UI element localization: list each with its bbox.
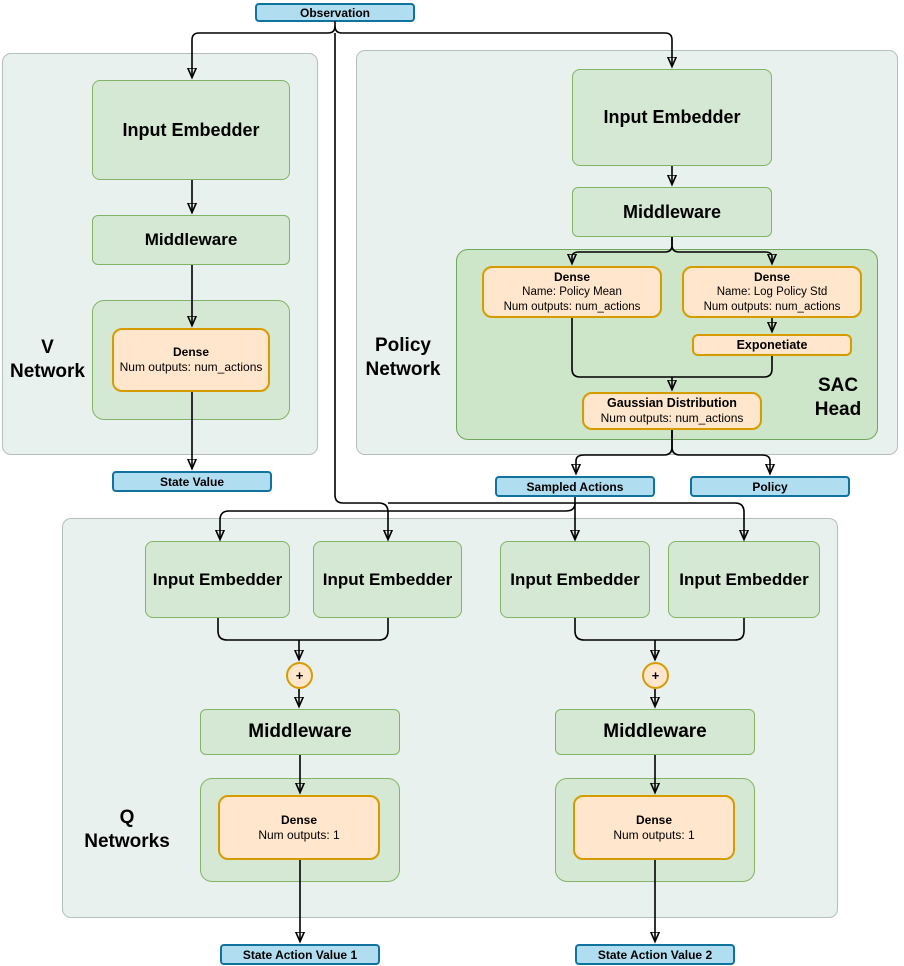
q2-dense-num-outputs: Num outputs: 1 [613, 827, 695, 842]
policy-network-title-line2: Network [365, 359, 441, 380]
sac-head-title-line2: Head [814, 399, 862, 420]
state-action-value-1-node: State Action Value 1 [220, 944, 380, 965]
q2-add-node: + [642, 662, 669, 689]
q-networks-title-line2: Networks [84, 831, 170, 852]
dense-policy-mean-name: Name: Policy Mean [522, 285, 622, 298]
q1-input-embedder-action-node: Input Embedder [313, 541, 462, 618]
v-dense-node: Dense Num outputs: num_actions [112, 328, 270, 392]
q1-input-embedder-obs-node: Input Embedder [145, 541, 290, 618]
gaussian-distribution-title: Gaussian Distribution [607, 396, 737, 410]
policy-middleware-node: Middleware [572, 187, 772, 237]
v-network-title-line2: Network [10, 361, 85, 382]
q1-dense-node: Dense Num outputs: 1 [218, 795, 380, 860]
q2-input-embedder-action-node: Input Embedder [500, 541, 650, 618]
q1-add-node: + [286, 662, 313, 689]
q1-dense-title: Dense [280, 812, 318, 827]
q-networks-title: Q Networks [62, 806, 192, 854]
policy-input-embedder-node: Input Embedder [572, 69, 772, 166]
policy-network-title: Policy Network [355, 334, 451, 382]
q2-middleware-node: Middleware [555, 709, 755, 755]
observation-node: Observation [255, 3, 415, 22]
exponentiate-node: Exponetiate [692, 334, 852, 356]
state-action-value-2-node: State Action Value 2 [575, 944, 735, 965]
dense-policy-mean-node: Dense Name: Policy Mean Num outputs: num… [482, 266, 662, 318]
v-network-title: V Network [0, 336, 95, 384]
q2-dense-title: Dense [635, 812, 673, 827]
dense-policy-mean-title: Dense [553, 269, 591, 284]
v-middleware-node: Middleware [92, 215, 290, 265]
q1-middleware-node: Middleware [200, 709, 400, 755]
dense-policy-mean-num-outputs: Num outputs: num_actions [503, 300, 641, 313]
v-dense-num-outputs: Num outputs: num_actions [119, 360, 263, 374]
sampled-actions-node: Sampled Actions [495, 476, 655, 497]
dense-log-policy-std-title: Dense [753, 269, 791, 284]
gaussian-distribution-num-outputs: Num outputs: num_actions [600, 411, 744, 425]
v-input-embedder-node: Input Embedder [92, 80, 290, 180]
policy-output-node: Policy [690, 476, 850, 497]
v-network-title-line1: V [41, 337, 54, 358]
state-value-node: State Value [112, 471, 272, 492]
sac-head-title-line1: SAC [817, 375, 859, 396]
policy-network-title-line1: Policy [375, 335, 431, 356]
q2-input-embedder-obs-node: Input Embedder [668, 541, 820, 618]
dense-log-policy-std-name: Name: Log Policy Std [716, 285, 828, 298]
dense-log-policy-std-node: Dense Name: Log Policy Std Num outputs: … [682, 266, 862, 318]
dense-log-policy-std-num-outputs: Num outputs: num_actions [703, 300, 841, 313]
gaussian-distribution-node: Gaussian Distribution Num outputs: num_a… [582, 392, 762, 430]
q2-dense-node: Dense Num outputs: 1 [573, 795, 735, 860]
q-networks-title-line1: Q [119, 807, 135, 828]
v-dense-title: Dense [172, 345, 210, 359]
sac-head-title: SAC Head [790, 374, 886, 422]
q1-dense-num-outputs: Num outputs: 1 [258, 827, 340, 842]
